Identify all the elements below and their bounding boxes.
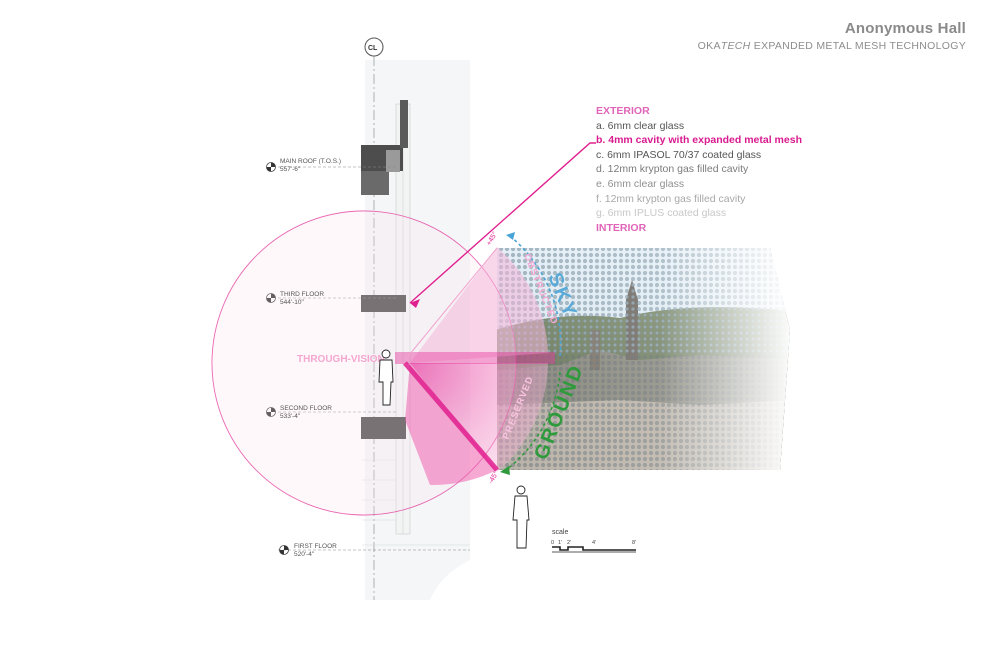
obstructed-wedge	[410, 247, 548, 363]
level-target-icons	[266, 162, 289, 555]
level-name: SECOND FLOOR	[280, 405, 333, 412]
level-markers	[278, 166, 470, 551]
person-inside-icon	[378, 349, 394, 406]
roof-slab	[361, 100, 408, 195]
sky-arc	[509, 235, 562, 357]
first-floor-glazing	[362, 459, 470, 546]
scale-tick-0: 0	[551, 540, 554, 546]
view-photo	[497, 248, 790, 470]
subtitle-prefix: OKA	[697, 40, 721, 52]
label-angle-top: +45°	[485, 230, 499, 247]
centerline-bubble	[364, 37, 384, 57]
through-vision-band	[395, 352, 555, 364]
third-floor-slab	[361, 295, 406, 312]
legend-item-g: g. 6mm IPLUS coated glass	[596, 207, 727, 220]
leader-arrow	[409, 142, 596, 304]
level-elevation: 544'-10"	[280, 299, 304, 306]
legend-exterior-label: EXTERIOR	[596, 105, 650, 117]
page-title: Anonymous Hall	[844, 20, 966, 37]
level-name: MAIN ROOF (T.O.S.)	[280, 158, 342, 165]
scale-bar: scale 0 1' 2' 4' 8'	[551, 529, 636, 553]
glazing-legend: EXTERIOR a. 6mm clear glass b. 4mm cavit…	[596, 104, 802, 235]
level-first-floor: FIRST FLOOR 520'-4"	[294, 543, 337, 559]
level-elevation: 533'-4"	[280, 413, 301, 420]
level-name: FIRST FLOOR	[294, 543, 337, 550]
level-elevation: 520'-4"	[294, 551, 315, 558]
ground-arc	[505, 371, 561, 471]
sight-line-diagonal	[403, 361, 499, 472]
legend-item-d: d. 12mm krypton gas filled cavity	[596, 163, 749, 176]
legend-interior-label: INTERIOR	[596, 221, 647, 234]
scale-tick-8: 8'	[632, 540, 636, 546]
legend-item-f: f. 12mm krypton gas filled cavity	[596, 192, 746, 205]
scale-tick-2: 2'	[567, 540, 571, 546]
person-outside-icon	[512, 485, 530, 549]
scale-label: scale	[552, 529, 568, 536]
legend-item-a: a. 6mm clear glass	[596, 119, 685, 132]
legend-item-e: e. 6mm clear glass	[596, 177, 685, 190]
subtitle-rest: EXPANDED METAL MESH TECHNOLOGY	[750, 40, 966, 52]
sight-line-upper	[404, 247, 498, 361]
centerline-label: CL	[368, 45, 378, 52]
page-subtitle: OKATECH EXPANDED METAL MESH TECHNOLOGY	[698, 40, 966, 52]
scale-tick-4: 4'	[592, 540, 596, 546]
legend-item-c: c. 6mm IPASOL 70/37 coated glass	[596, 148, 762, 161]
second-floor-slab	[361, 417, 406, 439]
legend-item-b: b. 4mm cavity with expanded metal mesh	[596, 134, 802, 147]
level-name: THIRD FLOOR	[280, 291, 325, 298]
subtitle-brand: TECH	[720, 40, 751, 52]
level-third-floor: THIRD FLOOR 544'-10"	[280, 291, 324, 307]
level-second-floor: SECOND FLOOR 533'-4"	[280, 405, 332, 421]
scale-tick-1: 1'	[558, 540, 562, 546]
level-main-roof: MAIN ROOF (T.O.S.) 557'-6"	[280, 158, 341, 174]
label-through-vision: THROUGH-VISION	[297, 354, 385, 365]
preserved-wedge	[410, 363, 548, 472]
level-elevation: 557'-6"	[280, 166, 301, 173]
